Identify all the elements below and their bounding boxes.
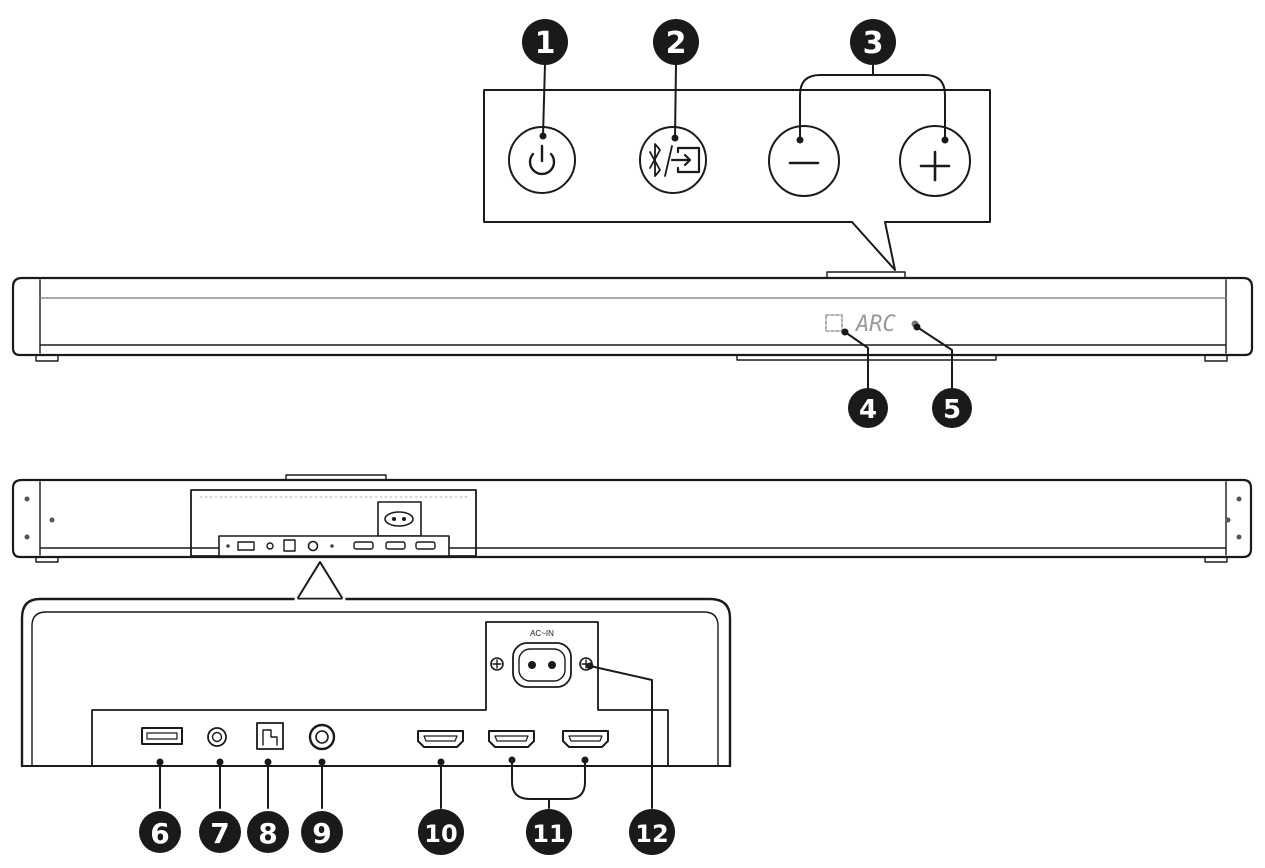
display-text: ARC (854, 312, 896, 337)
svg-text:9: 9 (312, 817, 331, 850)
callout-11: 11 (526, 809, 572, 855)
hdmi-out-port[interactable] (417, 730, 464, 748)
input-source-icon (670, 146, 701, 174)
leader-3 (799, 63, 946, 141)
svg-text:6: 6 (150, 817, 169, 850)
volume-up-button[interactable] (899, 125, 971, 197)
bluetooth-source-button[interactable] (639, 126, 707, 194)
bluetooth-icon (649, 143, 661, 177)
rear-view (11, 474, 1253, 602)
leader-5 (916, 326, 953, 394)
svg-text:1: 1 (535, 26, 556, 61)
plus-icon (919, 150, 951, 182)
callout-1: 1 (522, 19, 568, 65)
callout-12: 12 (629, 809, 675, 855)
svg-text:5: 5 (943, 395, 961, 425)
aux-jack[interactable] (308, 723, 336, 751)
usb-port[interactable] (141, 727, 183, 745)
leader-4 (844, 331, 869, 394)
ac-in-label: AC~IN (530, 629, 554, 638)
svg-text:3: 3 (863, 26, 884, 61)
svg-text:4: 4 (859, 395, 877, 425)
leader-12 (589, 665, 653, 809)
rear-soundbar-body (11, 478, 1253, 559)
callout-6: 6 (139, 811, 181, 853)
front-view: ARC (11, 63, 1254, 394)
svg-text:10: 10 (424, 820, 457, 848)
power-button[interactable] (508, 126, 576, 194)
led-display: ARC (825, 312, 919, 337)
hdmi-in-2-port[interactable] (562, 730, 609, 748)
callout-3: 3 (850, 19, 896, 65)
zoom-outline (20, 597, 732, 768)
optical-port[interactable] (256, 722, 284, 750)
power-icon (528, 144, 556, 176)
callout-7: 7 (199, 811, 241, 853)
ac-in-socket[interactable]: AC~IN (512, 629, 572, 688)
port-panel (91, 621, 669, 767)
callout-8: 8 (247, 811, 289, 853)
callout-2: 2 (653, 19, 699, 65)
control-panel-box (483, 89, 991, 271)
hdmi-in-1-port[interactable] (488, 730, 535, 748)
slash-icon (664, 145, 673, 177)
leader-1 (542, 63, 546, 137)
svg-text:8: 8 (258, 817, 277, 850)
svg-text:2: 2 (666, 26, 687, 61)
callout-10: 10 (418, 809, 464, 855)
leader-2 (674, 63, 677, 139)
callout-4: 4 (848, 388, 888, 428)
svg-text:11: 11 (532, 820, 565, 848)
callout-9: 9 (301, 811, 343, 853)
rear-zoom-panel: AC~IN (20, 597, 732, 809)
screw-icon-left (490, 657, 504, 671)
volume-down-button[interactable] (768, 125, 840, 197)
service-jack[interactable] (207, 727, 227, 747)
callout-5: 5 (932, 388, 972, 428)
leader-11 (511, 759, 586, 809)
svg-text:7: 7 (210, 817, 229, 850)
svg-text:12: 12 (635, 820, 668, 848)
front-soundbar-body (11, 276, 1254, 357)
